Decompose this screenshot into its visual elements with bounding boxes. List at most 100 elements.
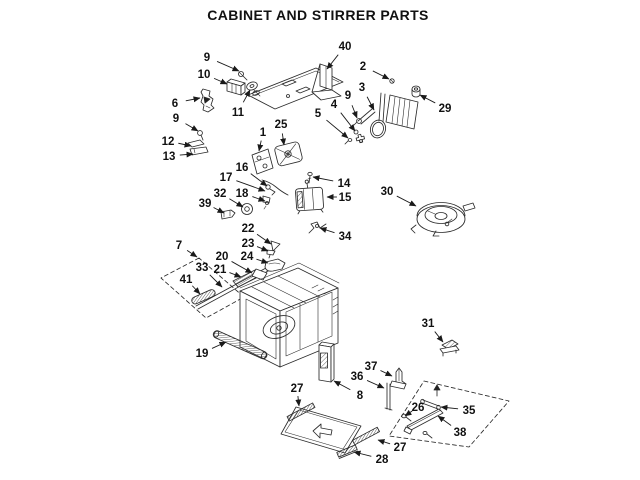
leader-line-18 xyxy=(252,196,266,202)
part-strip-27a xyxy=(286,402,316,422)
part-stirrer-blade-25 xyxy=(274,141,303,167)
part-clip-22 xyxy=(270,240,281,252)
leader-line-14 xyxy=(312,175,334,182)
part-bracket-36 xyxy=(384,382,393,411)
leader-line-1 xyxy=(257,140,264,152)
callout-label-16: 16 xyxy=(236,162,249,174)
callout-label-32: 32 xyxy=(214,188,227,200)
part-clip-39 xyxy=(220,209,236,220)
leader-line-20 xyxy=(231,261,253,274)
leader-line-38 xyxy=(437,415,452,426)
callout-label-21: 21 xyxy=(214,264,227,276)
leader-line-7 xyxy=(186,250,198,258)
leader-line-32 xyxy=(229,198,244,208)
leader-line-21 xyxy=(229,271,242,278)
callout-label-27: 27 xyxy=(394,442,407,454)
callout-label-9: 9 xyxy=(204,52,210,64)
floor-panel-dashed xyxy=(388,380,510,448)
callout-label-9: 9 xyxy=(345,90,351,102)
leader-line-33 xyxy=(209,274,223,288)
leader-line-24 xyxy=(256,258,269,264)
callout-label-8: 8 xyxy=(357,390,364,402)
callout-label-7: 7 xyxy=(176,240,182,252)
part-coupler-4-5 xyxy=(344,129,365,145)
leader-line-28 xyxy=(353,450,372,457)
callout-label-34: 34 xyxy=(339,231,352,243)
callout-label-19: 19 xyxy=(196,348,209,360)
leader-line-10 xyxy=(213,77,228,85)
leader-line-9 xyxy=(216,60,240,72)
callout-label-30: 30 xyxy=(381,186,394,198)
callout-label-15: 15 xyxy=(339,192,352,204)
screw-9a xyxy=(238,71,248,81)
leader-line-9 xyxy=(185,123,199,132)
part-plate-1 xyxy=(251,148,274,175)
callout-label-10: 10 xyxy=(198,69,211,81)
callout-label-28: 28 xyxy=(376,454,389,466)
callout-label-27: 27 xyxy=(291,383,304,395)
callout-label-5: 5 xyxy=(315,108,322,120)
leader-line-6 xyxy=(185,96,201,103)
leader-line-37 xyxy=(380,370,393,377)
callout-label-26: 26 xyxy=(412,402,425,414)
callout-label-31: 31 xyxy=(422,318,435,330)
callout-label-22: 22 xyxy=(242,223,255,235)
leader-line-40 xyxy=(326,54,339,70)
part-bar-38 xyxy=(403,408,444,435)
leader-line-25 xyxy=(280,133,287,146)
callout-label-17: 17 xyxy=(220,172,233,184)
part-washer-11 xyxy=(246,81,261,97)
callout-label-11: 11 xyxy=(232,107,245,119)
leader-line-29 xyxy=(419,94,436,104)
leader-line-23 xyxy=(256,245,269,252)
callout-label-36: 36 xyxy=(351,371,364,383)
leader-line-27 xyxy=(295,396,302,407)
callout-label-2: 2 xyxy=(360,61,366,73)
leader-line-16 xyxy=(250,173,268,187)
leader-line-4 xyxy=(340,112,356,132)
part-latch-6 xyxy=(200,88,215,113)
part-strip-8 xyxy=(318,341,335,383)
leader-line-31 xyxy=(434,331,444,343)
callout-label-24: 24 xyxy=(241,251,254,263)
callout-label-3: 3 xyxy=(359,82,365,94)
part-rod-19 xyxy=(212,330,268,360)
screw-2 xyxy=(389,78,395,84)
callout-label-41: 41 xyxy=(180,274,193,286)
leader-line-8 xyxy=(333,380,351,391)
callout-label-12: 12 xyxy=(162,136,175,148)
callout-label-39: 39 xyxy=(199,198,212,210)
part-plug-23 xyxy=(266,249,276,259)
callout-label-35: 35 xyxy=(463,405,476,417)
leader-line-27 xyxy=(377,439,391,445)
part-corner-bracket-3 xyxy=(357,92,419,139)
callout-label-18: 18 xyxy=(236,188,249,200)
artwork xyxy=(160,63,510,459)
part-hook-24 xyxy=(264,258,286,272)
leader-line-34 xyxy=(319,227,335,234)
leader-line-30 xyxy=(396,195,417,207)
screw-14 xyxy=(307,171,313,184)
callout-label-9: 9 xyxy=(173,113,179,125)
callout-label-13: 13 xyxy=(163,151,176,163)
page-title: CABINET AND STIRRER PARTS xyxy=(207,7,429,23)
leader-line-41 xyxy=(191,285,201,295)
callout-label-33: 33 xyxy=(196,262,209,274)
leader-line-35 xyxy=(440,404,459,411)
leader-line-3 xyxy=(366,96,375,111)
leader-line-26 xyxy=(404,409,413,417)
leader-line-5 xyxy=(326,119,349,139)
callout-label-38: 38 xyxy=(454,427,467,439)
part-grommet-29 xyxy=(411,85,421,98)
callout-label-14: 14 xyxy=(338,178,351,190)
leader-line-11 xyxy=(242,89,251,103)
callout-label-40: 40 xyxy=(339,41,352,53)
part-motor-15 xyxy=(295,179,324,215)
leader-line-9 xyxy=(351,105,358,119)
panel-7-dashed xyxy=(160,257,245,319)
callout-label-4: 4 xyxy=(331,99,338,111)
callout-label-23: 23 xyxy=(242,238,255,250)
